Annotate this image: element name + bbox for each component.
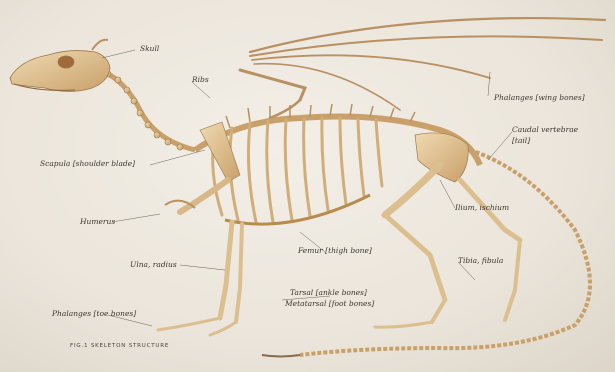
label-ulna-radius: Ulna, radius (130, 261, 177, 270)
label-humerus: Humerus (80, 218, 115, 227)
pelvis-bone (415, 133, 468, 182)
label-tibia-fibula: Tibia, fibula (458, 257, 503, 266)
label-phalanges-foot: Phalanges [toe bones] (52, 310, 136, 319)
front-legs (158, 222, 242, 335)
label-metatarsal: Metatarsal [foot bones] (285, 300, 374, 309)
label-caudal-tail: [tail] (512, 137, 530, 146)
label-tarsal: Tarsal [ankle bones] (290, 289, 367, 298)
figure-caption: FIG.1 SKELETON STRUCTURE (70, 343, 169, 349)
skull (10, 40, 110, 92)
sternum (225, 195, 370, 224)
wing-phalanges (240, 18, 605, 118)
label-skull: Skull (140, 45, 159, 54)
hind-leg (375, 165, 520, 327)
label-caudal-vertebrae: Caudal vertebrae (512, 126, 578, 135)
label-ribs: Ribs (192, 76, 209, 85)
label-femur: Femur [thigh bone] (298, 247, 372, 256)
neck-vertebrae (100, 70, 195, 150)
label-ilium-ischium: Ilium, ischium (455, 204, 509, 213)
label-phalanges-wing: Phalanges [wing bones] (494, 94, 585, 103)
label-scapula: Scapula [shoulder blade] (40, 160, 135, 169)
